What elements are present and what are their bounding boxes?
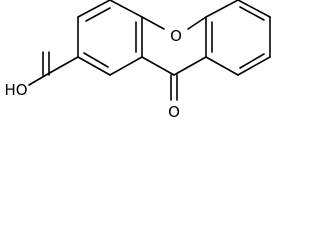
left-benzene-ring xyxy=(77,0,143,76)
bond xyxy=(205,0,239,18)
bond xyxy=(237,56,271,76)
ring-oxygen-label: O xyxy=(170,27,182,45)
bond xyxy=(187,16,207,30)
bond xyxy=(141,56,175,76)
bond xyxy=(109,56,143,76)
double-bond-inner xyxy=(85,7,111,22)
chemical-structure: O O HO xyxy=(4,0,271,121)
bond xyxy=(77,0,111,18)
right-benzene-ring xyxy=(205,0,271,76)
bond xyxy=(141,16,165,30)
double-bond-inner xyxy=(239,6,265,21)
bond xyxy=(237,0,271,18)
carboxylic-acid-group xyxy=(28,51,79,86)
double-bond-inner xyxy=(239,53,265,69)
bond xyxy=(28,74,47,86)
bond xyxy=(173,56,207,76)
bond xyxy=(205,56,239,76)
hydroxyl-label: HO xyxy=(4,81,27,99)
bond xyxy=(45,56,79,76)
central-pyranone-ring xyxy=(141,16,207,101)
bond xyxy=(77,56,111,76)
bond xyxy=(109,0,143,18)
double-bond-inner xyxy=(83,52,109,68)
carbonyl-oxygen-label: O xyxy=(168,103,180,121)
